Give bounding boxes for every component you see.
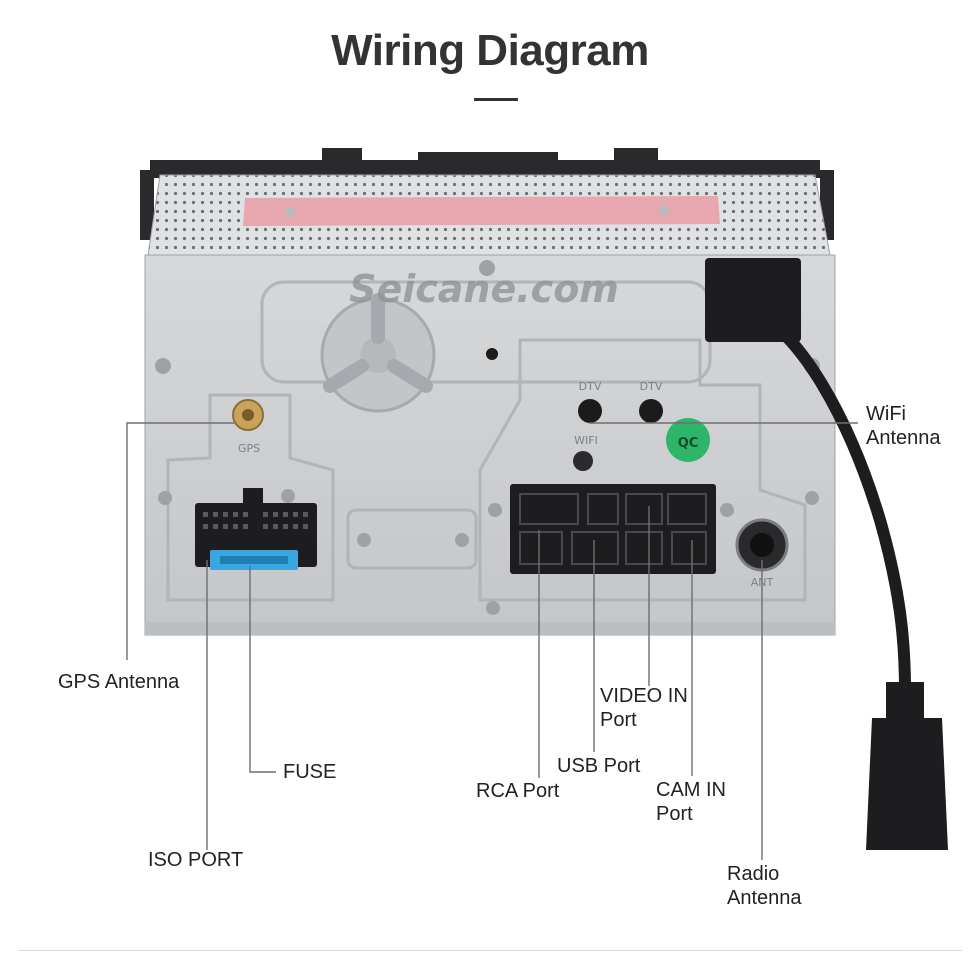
label-wifi-antenna-line1: WiFi bbox=[866, 403, 906, 425]
label-radio-antenna-line2: Antenna bbox=[727, 887, 802, 909]
label-radio-antenna: Radio Antenna bbox=[727, 862, 802, 910]
cooling-fan bbox=[320, 293, 436, 413]
bottom-divider bbox=[18, 950, 962, 951]
vent-hole bbox=[486, 348, 498, 360]
leader-gps bbox=[126, 422, 234, 660]
label-wifi-antenna-line2: Antenna bbox=[866, 427, 941, 449]
label-usb-port: USB Port bbox=[557, 755, 641, 777]
label-radio-antenna-line1: Radio bbox=[727, 863, 780, 885]
ant-mark: ANT bbox=[751, 576, 774, 589]
label-fuse: FUSE bbox=[283, 761, 337, 783]
page-title: Wiring Diagram bbox=[331, 26, 649, 75]
dtv-wifi-jacks: QC bbox=[573, 399, 710, 471]
label-video-in-line1: VIDEO IN bbox=[600, 685, 688, 707]
label-iso-port: ISO PORT bbox=[148, 849, 244, 871]
av-connector-block bbox=[510, 484, 716, 574]
label-cam-in-port: CAM IN Port bbox=[656, 778, 726, 826]
label-gps-antenna: GPS Antenna bbox=[58, 671, 180, 693]
label-wifi-antenna: WiFi Antenna bbox=[866, 402, 941, 450]
warranty-sticker bbox=[243, 196, 720, 226]
wifi-mark: WIFI bbox=[574, 434, 598, 447]
wifi-antenna-cable bbox=[705, 258, 948, 850]
leader-lines bbox=[126, 422, 858, 860]
label-rca-port: RCA Port bbox=[476, 780, 560, 802]
leader-fuse bbox=[249, 566, 276, 773]
label-cam-in-line2: Port bbox=[656, 803, 693, 825]
svg-text:QC: QC bbox=[678, 436, 699, 451]
dtv-right-mark: DTV bbox=[640, 380, 663, 393]
label-video-in-port: VIDEO IN Port bbox=[600, 684, 688, 732]
dtv-left-mark: DTV bbox=[579, 380, 602, 393]
watermark: Seicane.com bbox=[349, 267, 619, 311]
qc-pass-sticker bbox=[666, 418, 710, 462]
screws bbox=[155, 260, 820, 615]
gps-connector bbox=[232, 399, 264, 431]
top-bracket bbox=[140, 148, 834, 240]
iso-connector bbox=[195, 488, 317, 570]
title-underline bbox=[474, 98, 518, 101]
gps-mark: GPS bbox=[238, 442, 260, 455]
label-cam-in-line1: CAM IN bbox=[656, 779, 726, 801]
label-video-in-line2: Port bbox=[600, 709, 637, 731]
